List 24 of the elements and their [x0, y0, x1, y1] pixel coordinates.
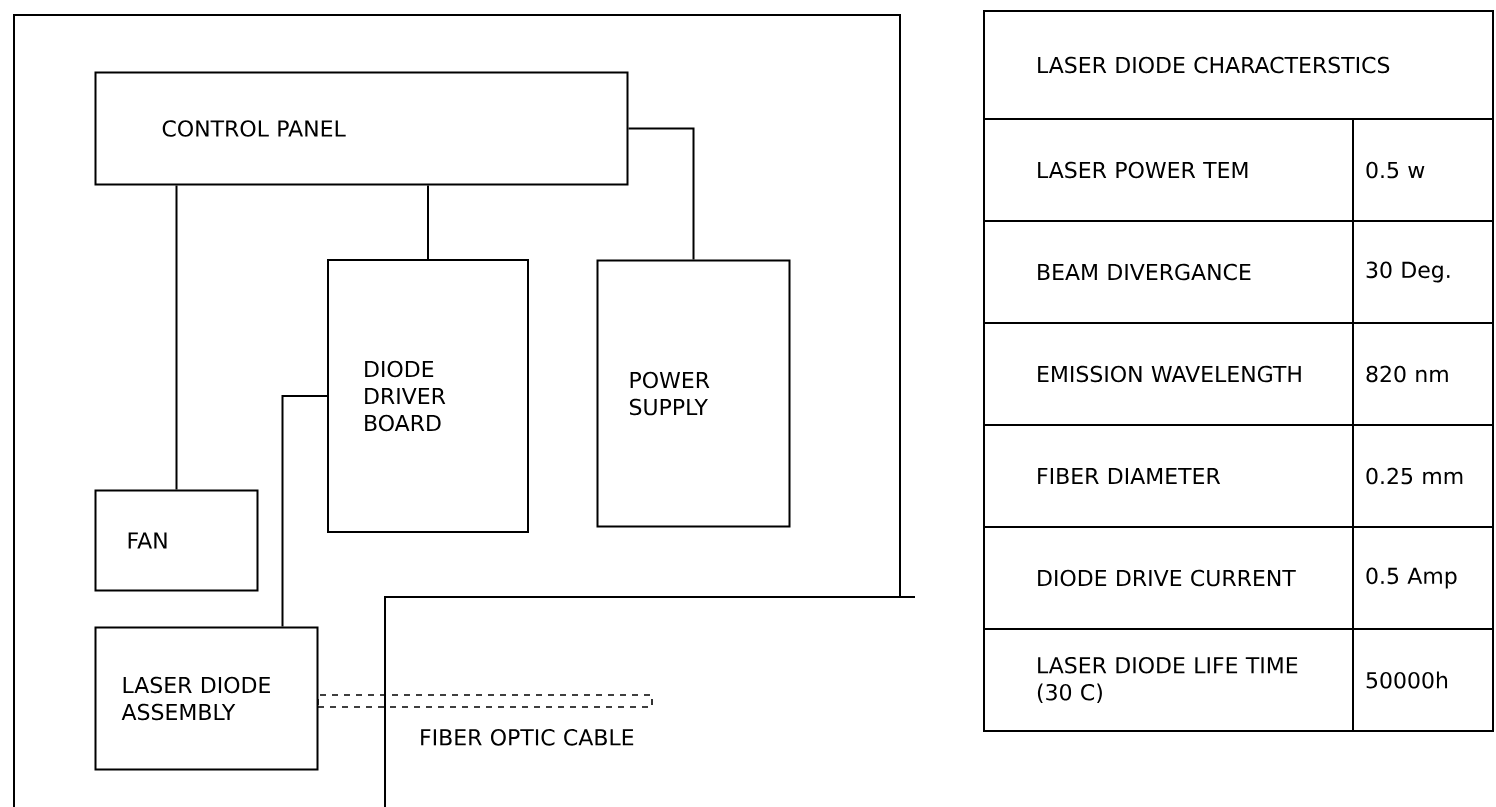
table-cell: 0.5 w	[1352, 118, 1494, 222]
panel-box: CONTROL PANEL	[94, 71, 629, 186]
table-cell: BEAM DIVERGANCE	[983, 220, 1354, 324]
cable-caption: FIBER OPTIC CABLE	[421, 729, 634, 746]
table-cell: DIODE DRIVE CURRENT	[983, 526, 1354, 630]
connector-line	[175, 184, 178, 491]
table-cell: 0.25 mm	[1352, 424, 1494, 528]
assembly-box: LASER DIODE ASSEMBLY	[94, 626, 319, 771]
table-cell: 30 Deg.	[1352, 220, 1494, 324]
board-box: DIODE DRIVER BOARD	[327, 259, 529, 533]
table-cell: 50000h	[1352, 628, 1494, 732]
supply-box: POWER SUPPLY	[596, 259, 791, 528]
fan-box: FAN	[94, 489, 259, 592]
table-cell: EMISSION WAVELENGTH	[983, 322, 1354, 426]
connector-line	[427, 184, 429, 260]
connector-line	[281, 395, 328, 628]
connector-line	[627, 127, 695, 261]
table-cell: FIBER DIAMETER	[983, 424, 1354, 528]
table-cell: 0.5 Amp	[1352, 526, 1494, 630]
table-header-cell: LASER DIODE CHARACTERSTICS	[983, 10, 1494, 120]
table-cell: LASER DIODE LIFE TIME (30 C)	[983, 628, 1354, 732]
table-cell: LASER POWER TEM	[983, 118, 1354, 222]
table-cell: 820 nm	[1352, 322, 1494, 426]
fiber-cable	[317, 694, 653, 708]
